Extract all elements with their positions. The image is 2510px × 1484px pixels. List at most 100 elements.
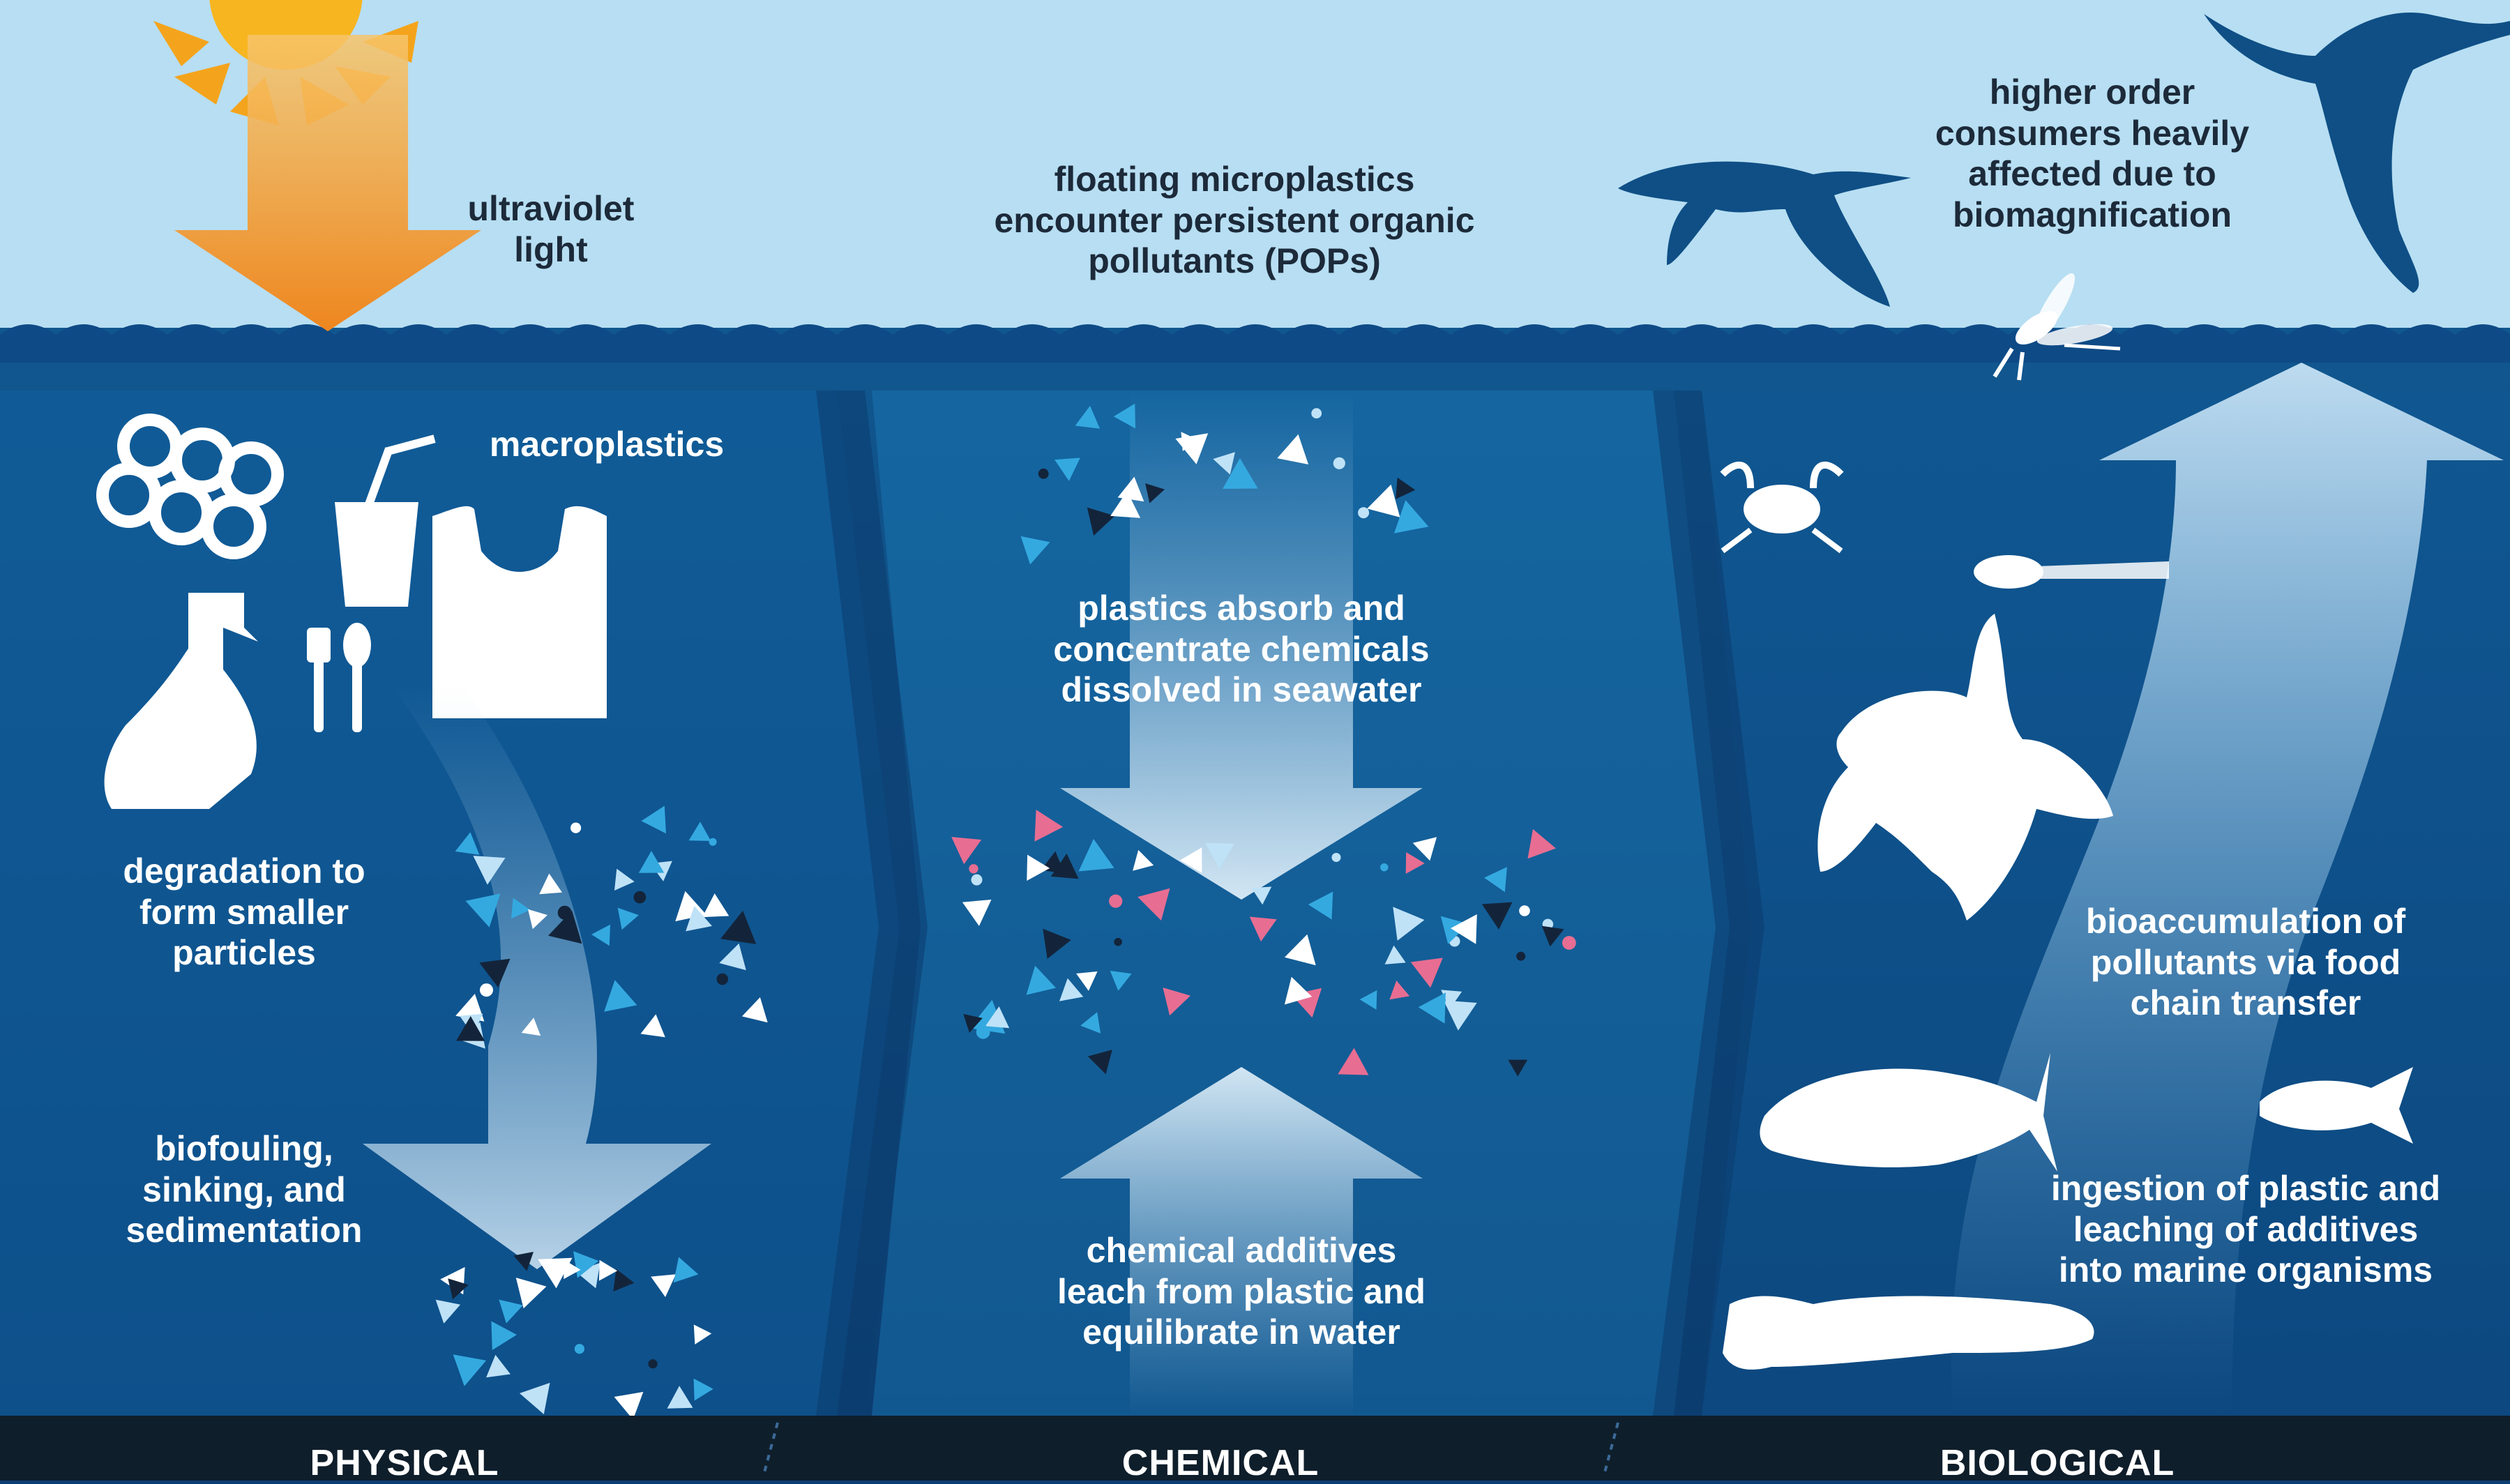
chevron-separator-1: [816, 391, 928, 1416]
particle-triangle: [985, 1006, 1010, 1029]
particle-dot: [1109, 894, 1123, 908]
particle-triangle: [1393, 907, 1425, 941]
pops-label: floating microplastics encounter persist…: [928, 159, 1541, 282]
absorb-label-line: concentrate chemicals: [1053, 629, 1430, 669]
particle-triangle: [1133, 849, 1154, 871]
particle-triangle: [1367, 484, 1400, 517]
particle-triangle: [1223, 458, 1258, 489]
particle-triangle: [1394, 500, 1429, 533]
particle-triangle: [479, 958, 511, 987]
higher-order-label-line: higher order: [1989, 73, 2195, 112]
particle-triangle: [1410, 957, 1443, 988]
particle-triangle: [1508, 1059, 1528, 1077]
particle-cluster: [435, 403, 1576, 1420]
particle-triangle: [1034, 810, 1064, 842]
ultraviolet-label: ultraviolet light: [446, 188, 656, 270]
macroplastics-label: macroplastics: [460, 424, 753, 465]
particle-triangle: [538, 1257, 573, 1289]
particle-triangle: [1284, 934, 1316, 966]
particle-triangle: [1443, 1000, 1477, 1031]
particle-dot: [971, 874, 983, 886]
particle-triangle: [528, 909, 547, 930]
particle-dot: [1516, 951, 1526, 961]
spray-bottle-icon: [104, 593, 258, 809]
sky-background: [0, 0, 2510, 349]
particle-dot: [570, 822, 582, 833]
particle-triangle: [667, 1386, 693, 1409]
macroplastics-label-line: macroplastics: [489, 425, 725, 464]
particle-triangle: [617, 907, 639, 930]
particle-dot: [969, 864, 978, 874]
particle-triangle: [951, 837, 982, 865]
particle-triangle: [1251, 886, 1272, 905]
albatross-icon: [2204, 13, 2510, 293]
particle-triangle: [575, 1262, 600, 1289]
particle-triangle: [1359, 990, 1377, 1010]
particle-triangle: [1338, 1047, 1369, 1075]
degradation-label-line: particles: [172, 933, 316, 972]
ultraviolet-label-line: ultraviolet: [467, 189, 635, 228]
particle-dot: [1114, 937, 1122, 946]
particle-triangle: [1145, 483, 1165, 503]
particle-triangle: [448, 1278, 469, 1300]
particle-dot: [557, 905, 572, 920]
particle-triangle: [641, 805, 666, 834]
biofouling-label-line: sedimentation: [126, 1211, 363, 1250]
additives-label-line: equilibrate in water: [1082, 1312, 1400, 1352]
particle-dot: [1311, 408, 1322, 419]
particle-triangle: [1075, 405, 1101, 429]
pops-label-line: encounter persistent organic: [994, 200, 1475, 240]
particle-triangle: [1054, 457, 1080, 481]
particle-triangle: [453, 1354, 487, 1386]
particle-triangle: [962, 900, 992, 926]
particle-triangle: [598, 1259, 618, 1281]
insect-icon: [1993, 273, 2121, 381]
particle-dot: [633, 891, 647, 904]
particle-triangle: [741, 997, 768, 1023]
particle-triangle: [1481, 902, 1513, 930]
uv-arrow: [174, 35, 481, 331]
footer-divider-1: [762, 1422, 779, 1476]
particle-triangle: [1418, 992, 1446, 1024]
particle-triangle: [1541, 925, 1564, 947]
particle-triangle: [564, 1259, 581, 1280]
ingestion-label-line: into marine organisms: [2058, 1250, 2433, 1289]
particle-triangle: [1043, 928, 1071, 959]
particle-triangle: [491, 1321, 517, 1350]
particle-triangle: [486, 1354, 511, 1378]
small-fish-icon: [2260, 1067, 2413, 1144]
particle-triangle: [1110, 971, 1132, 991]
chemical-panel: [872, 391, 1730, 1416]
particle-triangle: [719, 943, 746, 971]
ingestion-label-line: leaching of additives: [2073, 1209, 2419, 1249]
particle-triangle: [1110, 491, 1141, 518]
particle-triangle: [1163, 987, 1190, 1016]
particle-triangle: [1396, 477, 1416, 499]
crab-icon: [1720, 461, 1844, 554]
particle-triangle: [1451, 914, 1477, 944]
six-pack-rings-icon: [96, 414, 284, 559]
particle-dot: [1038, 468, 1049, 479]
bioaccumulation-label-line: bioaccumulation of: [2085, 902, 2406, 941]
particle-triangle: [1078, 838, 1114, 872]
particle-triangle: [1137, 888, 1170, 921]
particle-triangle: [521, 1017, 541, 1036]
degradation-label-line: form smaller: [139, 892, 349, 932]
particle-triangle: [573, 1251, 599, 1278]
section-chemical: CHEMICAL: [1121, 1443, 1320, 1483]
catfish-icon: [1723, 1296, 2094, 1370]
particle-triangle: [1213, 452, 1235, 475]
particle-dot: [648, 1359, 658, 1369]
particle-triangle: [1412, 837, 1437, 861]
particle-dot: [1358, 507, 1370, 519]
particle-triangle: [651, 1274, 676, 1297]
particle-triangle: [1087, 1050, 1112, 1075]
absorb-label-line: plastics absorb and: [1078, 589, 1405, 628]
ingestion-label-line: ingestion of plastic and: [2050, 1169, 2441, 1208]
particle-dot: [1519, 905, 1530, 916]
particle-triangle: [702, 893, 729, 918]
biofouling-label: biofouling, sinking, and sedimentation: [91, 1128, 398, 1251]
additives-label-line: leach from plastic and: [1057, 1271, 1426, 1311]
